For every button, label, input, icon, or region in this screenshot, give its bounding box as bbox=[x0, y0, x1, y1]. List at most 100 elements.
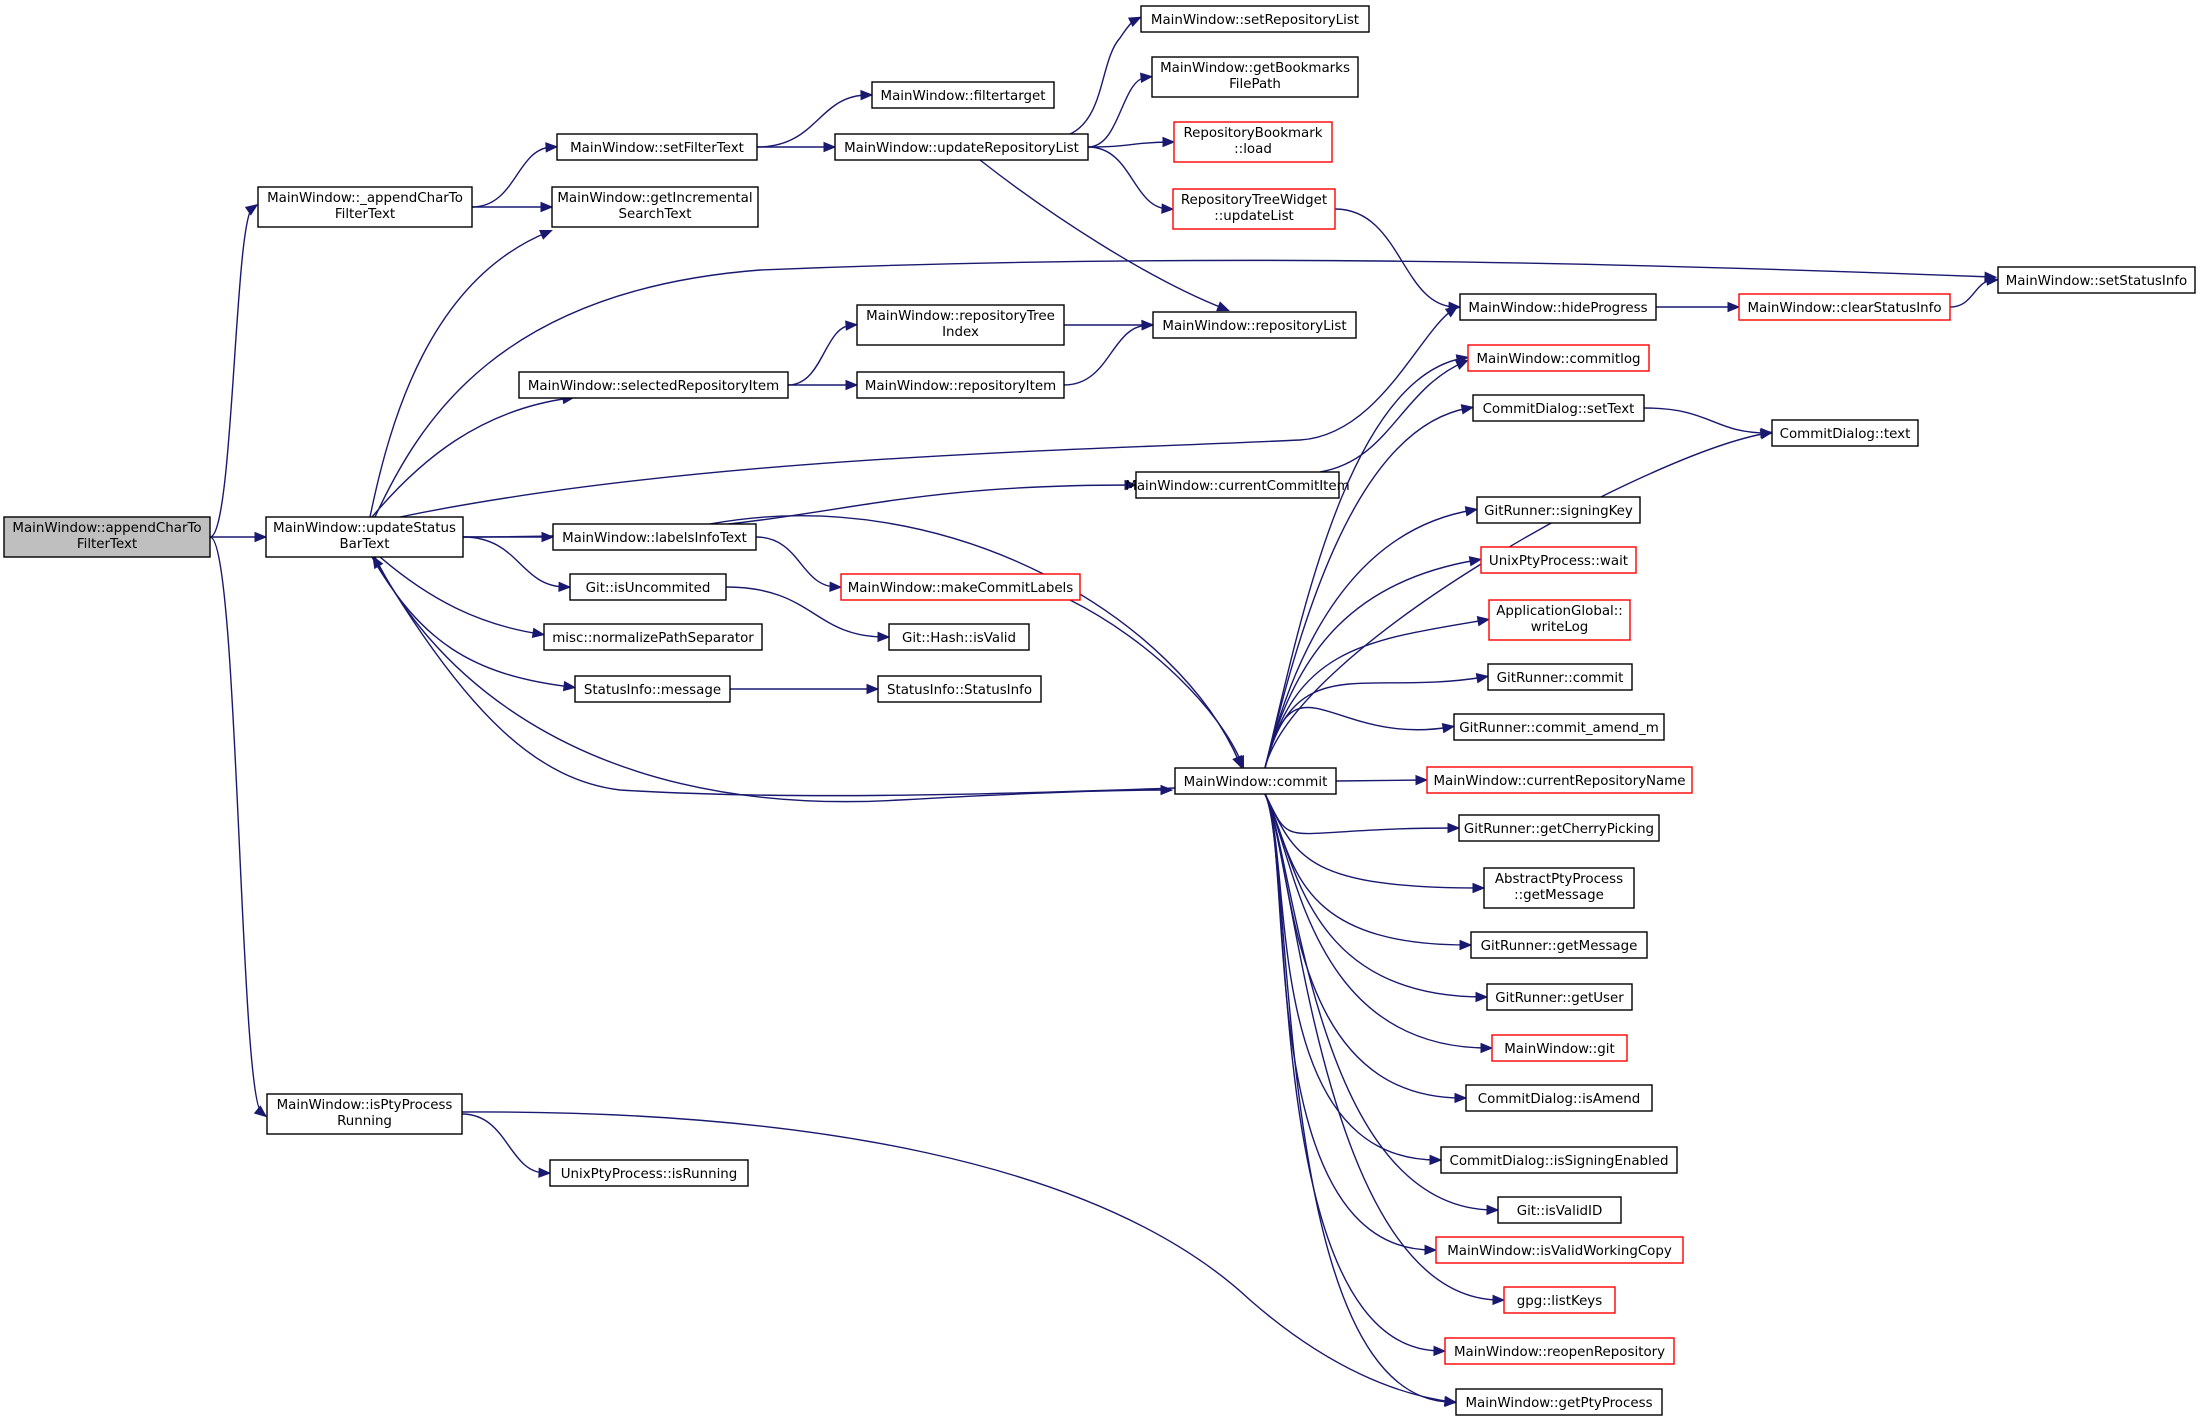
node-selectedRepoItem[interactable]: MainWindow::selectedRepositoryItem bbox=[518, 371, 789, 399]
node-setRepoList[interactable]: MainWindow::setRepositoryList bbox=[1140, 5, 1370, 33]
edge-makeCommitLabels-to-commit bbox=[1069, 599, 1245, 769]
node-normalizePath[interactable]: misc::normalizePathSeparator bbox=[543, 623, 763, 651]
node-bookmarkLoad-label-0: RepositoryBookmark bbox=[1183, 126, 1322, 141]
edge-appendChar-to-updateStatus bbox=[210, 531, 268, 543]
edge-updateRepoList-to-repositoryList bbox=[979, 159, 1230, 312]
node-git-label-0: MainWindow::git bbox=[1504, 1042, 1615, 1057]
node-hideProgress[interactable]: MainWindow::hideProgress bbox=[1459, 293, 1657, 321]
node-updateRepoList[interactable]: MainWindow::updateRepositoryList bbox=[834, 133, 1089, 161]
edge-hideProgress-to-clearStatusInfo bbox=[1656, 301, 1741, 313]
node-repositoryList[interactable]: MainWindow::repositoryList bbox=[1152, 311, 1357, 339]
node-cherryPicking[interactable]: GitRunner::getCherryPicking bbox=[1458, 814, 1660, 842]
node-grGetMessage-label-0: GitRunner::getMessage bbox=[1481, 939, 1638, 954]
node-isSigning-label-0: CommitDialog::isSigningEnabled bbox=[1450, 1154, 1669, 1169]
node-cdSetText[interactable]: CommitDialog::setText bbox=[1472, 394, 1645, 422]
node-setFilterText-label-0: MainWindow::setFilterText bbox=[570, 141, 744, 156]
node-commitlog[interactable]: MainWindow::commitlog bbox=[1467, 344, 1650, 372]
node-repositoryItem[interactable]: MainWindow::repositoryItem bbox=[856, 371, 1065, 399]
node-isAmend-label-0: CommitDialog::isAmend bbox=[1478, 1092, 1640, 1107]
edge-clearStatusInfo-to-setStatusInfo bbox=[1949, 275, 2000, 308]
node-isUnixRunning[interactable]: UnixPtyProcess::isRunning bbox=[549, 1159, 749, 1187]
node-isUnixRunning-label-0: UnixPtyProcess::isRunning bbox=[561, 1167, 738, 1182]
node-isValidWC[interactable]: MainWindow::isValidWorkingCopy bbox=[1435, 1236, 1684, 1264]
node-_appendChar-label-0: MainWindow::_appendCharTo bbox=[267, 191, 463, 206]
edge-commit-to-aptGetMessage bbox=[1264, 793, 1486, 894]
node-currentCommitItem-label-0: MainWindow::currentCommitItem bbox=[1125, 479, 1349, 494]
node-hashIsValid[interactable]: Git::Hash::isValid bbox=[888, 623, 1030, 651]
node-reopenRepo[interactable]: MainWindow::reopenRepository bbox=[1444, 1337, 1675, 1365]
node-cdSetText-label-0: CommitDialog::setText bbox=[1483, 402, 1635, 417]
node-setStatusInfo[interactable]: MainWindow::setStatusInfo bbox=[1997, 266, 2196, 294]
node-isAmend[interactable]: CommitDialog::isAmend bbox=[1465, 1084, 1653, 1112]
node-treeUpdateList[interactable]: RepositoryTreeWidget::updateList bbox=[1172, 188, 1336, 230]
node-isSigning[interactable]: CommitDialog::isSigningEnabled bbox=[1440, 1146, 1678, 1174]
node-setStatusInfo-label-0: MainWindow::setStatusInfo bbox=[2006, 274, 2188, 289]
node-commitAmend[interactable]: GitRunner::commit_amend_m bbox=[1453, 713, 1665, 741]
node-isPtyRunning-label-1: Running bbox=[337, 1114, 392, 1129]
node-listKeys-label-0: gpg::listKeys bbox=[1517, 1294, 1602, 1309]
edge-updateRepoList-to-treeUpdateList bbox=[1087, 146, 1175, 214]
edge-updateRepoList-to-getBookmarks bbox=[1087, 72, 1154, 148]
node-statusInfoCtor-label-0: StatusInfo::StatusInfo bbox=[887, 683, 1032, 698]
node-currentCommitItem[interactable]: MainWindow::currentCommitItem bbox=[1125, 471, 1350, 499]
edge-currentCommitItem-to-commitlog bbox=[1319, 359, 1469, 473]
node-clearStatusInfo[interactable]: MainWindow::clearStatusInfo bbox=[1738, 293, 1951, 321]
node-commitlog-label-0: MainWindow::commitlog bbox=[1476, 352, 1640, 367]
node-labelsInfoText[interactable]: MainWindow::labelsInfoText bbox=[552, 523, 757, 551]
node-commitAmend-label-0: GitRunner::commit_amend_m bbox=[1459, 721, 1659, 736]
node-getPtyProcess[interactable]: MainWindow::getPtyProcess bbox=[1455, 1388, 1663, 1416]
node-getUser[interactable]: GitRunner::getUser bbox=[1486, 983, 1633, 1011]
node-isValidID-label-0: Git::isValidID bbox=[1517, 1204, 1603, 1219]
node-hideProgress-label-0: MainWindow::hideProgress bbox=[1468, 301, 1647, 316]
node-_appendChar-label-1: FilterText bbox=[335, 207, 395, 222]
node-git[interactable]: MainWindow::git bbox=[1491, 1034, 1628, 1062]
node-message[interactable]: StatusInfo::message bbox=[574, 675, 731, 703]
edge-appendChar-to-isPtyRunning bbox=[209, 536, 268, 1118]
node-writeLog[interactable]: ApplicationGlobal::writeLog bbox=[1488, 599, 1631, 641]
edge-updateRepoList-to-bookmarkLoad bbox=[1087, 136, 1176, 148]
edge-commit-to-listKeys bbox=[1264, 793, 1506, 1306]
node-cdText[interactable]: CommitDialog::text bbox=[1771, 419, 1919, 447]
node-labelsInfoText-label-0: MainWindow::labelsInfoText bbox=[562, 531, 747, 546]
edge-setFilterText-to-filtertarget bbox=[756, 89, 874, 148]
node-grCommit[interactable]: GitRunner::commit bbox=[1487, 663, 1633, 691]
edge-updateStatus-to-selectedRepoItem bbox=[371, 393, 576, 518]
node-bookmarkLoad[interactable]: RepositoryBookmark::load bbox=[1173, 121, 1333, 163]
node-grGetMessage[interactable]: GitRunner::getMessage bbox=[1470, 931, 1648, 959]
node-cherryPicking-label-0: GitRunner::getCherryPicking bbox=[1464, 822, 1654, 837]
node-makeCommitLabels[interactable]: MainWindow::makeCommitLabels bbox=[840, 573, 1081, 601]
node-aptGetMessage[interactable]: AbstractPtyProcess::getMessage bbox=[1483, 867, 1635, 909]
node-signingKey[interactable]: GitRunner::signingKey bbox=[1476, 496, 1641, 524]
edge-message-to-statusInfoCtor bbox=[730, 683, 880, 695]
node-statusInfoCtor[interactable]: StatusInfo::StatusInfo bbox=[877, 675, 1042, 703]
edge-commit-to-git bbox=[1264, 793, 1494, 1054]
node-aptGetMessage-label-0: AbstractPtyProcess bbox=[1495, 872, 1623, 887]
node-selectedRepoItem-label-0: MainWindow::selectedRepositoryItem bbox=[528, 379, 779, 394]
node-commit-label-0: MainWindow::commit bbox=[1184, 775, 1328, 790]
edge-setFilterText-to-updateRepoList bbox=[757, 141, 837, 153]
node-isValidID[interactable]: Git::isValidID bbox=[1497, 1196, 1622, 1224]
node-currentRepoName[interactable]: MainWindow::currentRepositoryName bbox=[1426, 766, 1693, 794]
node-cdText-label-0: CommitDialog::text bbox=[1780, 427, 1911, 442]
node-updateStatus-label-1: BarText bbox=[340, 537, 390, 552]
node-commit[interactable]: MainWindow::commit bbox=[1174, 767, 1337, 795]
node-writeLog-label-0: ApplicationGlobal:: bbox=[1496, 604, 1623, 619]
node-wait[interactable]: UnixPtyProcess::wait bbox=[1480, 546, 1637, 574]
node-listKeys[interactable]: gpg::listKeys bbox=[1503, 1286, 1616, 1314]
node-setFilterText[interactable]: MainWindow::setFilterText bbox=[556, 133, 758, 161]
node-isUncommited[interactable]: Git::isUncommited bbox=[569, 573, 727, 601]
node-repoTreeIndex-label-0: MainWindow::repositoryTree bbox=[866, 309, 1055, 324]
edge-commit-to-wait bbox=[1264, 556, 1483, 769]
node-filtertarget-label-0: MainWindow::filtertarget bbox=[881, 89, 1046, 104]
node-filtertarget[interactable]: MainWindow::filtertarget bbox=[871, 81, 1055, 109]
node-getIncremental-label-1: SearchText bbox=[618, 207, 691, 222]
edge-updateStatus-to-labelsInfoText bbox=[463, 531, 555, 543]
